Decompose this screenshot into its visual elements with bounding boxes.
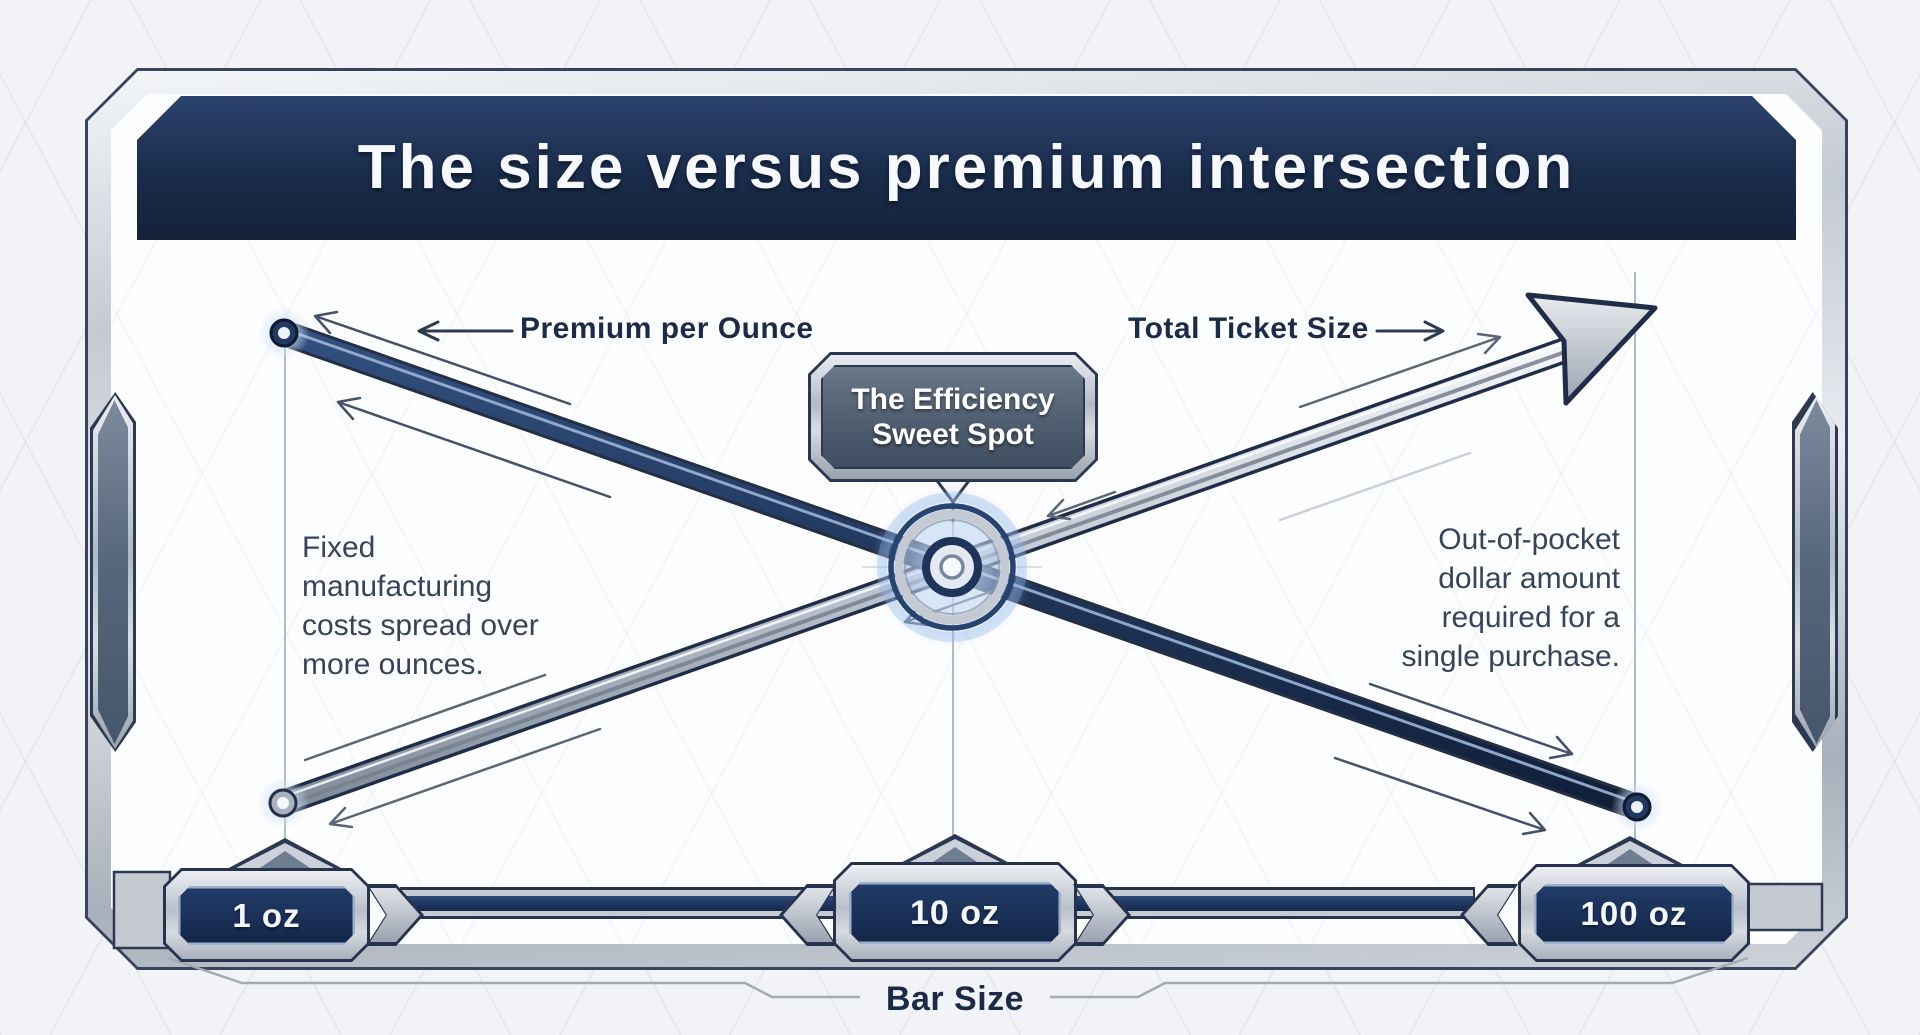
badge-line1: The Efficiency — [851, 382, 1055, 416]
up-trend-arrowhead-icon — [1525, 292, 1658, 406]
efficiency-sweet-spot-badge: The Efficiency Sweet Spot — [808, 352, 1098, 482]
left-note: Fixed manufacturing costs spread over mo… — [302, 531, 539, 681]
motion-arrows — [303, 310, 1574, 836]
chevron-right-icon — [1073, 884, 1131, 946]
x-axis-label: Bar Size — [885, 980, 1025, 1018]
bottom-frame-hairline — [167, 956, 1749, 999]
sweet-spot-hub — [870, 485, 1034, 649]
badge-text: The Efficiency Sweet Spot — [821, 365, 1085, 469]
badge-line2: Sweet Spot — [872, 418, 1034, 451]
tick-label-100oz: 100 oz — [1580, 895, 1688, 932]
chevron-right-icon — [366, 884, 424, 946]
right-note: Out-of-pocket dollar amount required for… — [1401, 523, 1620, 673]
left-frame-panel — [90, 392, 136, 752]
tick-label-10oz: 10 oz — [909, 893, 1001, 932]
left-arrow-icon — [417, 320, 514, 342]
premium-per-ounce-label: Premium per Ounce — [520, 312, 814, 345]
right-frame-panel — [1792, 392, 1838, 752]
right-arrow-icon — [1375, 320, 1445, 342]
chevron-left-icon — [1460, 884, 1518, 946]
title-bar: The size versus premium intersection — [137, 96, 1796, 240]
page-title: The size versus premium intersection — [357, 133, 1576, 202]
tick-label-1oz: 1 oz — [232, 896, 301, 934]
total-ticket-size-label: Total Ticket Size — [1128, 312, 1369, 345]
chevron-left-icon — [779, 884, 837, 946]
